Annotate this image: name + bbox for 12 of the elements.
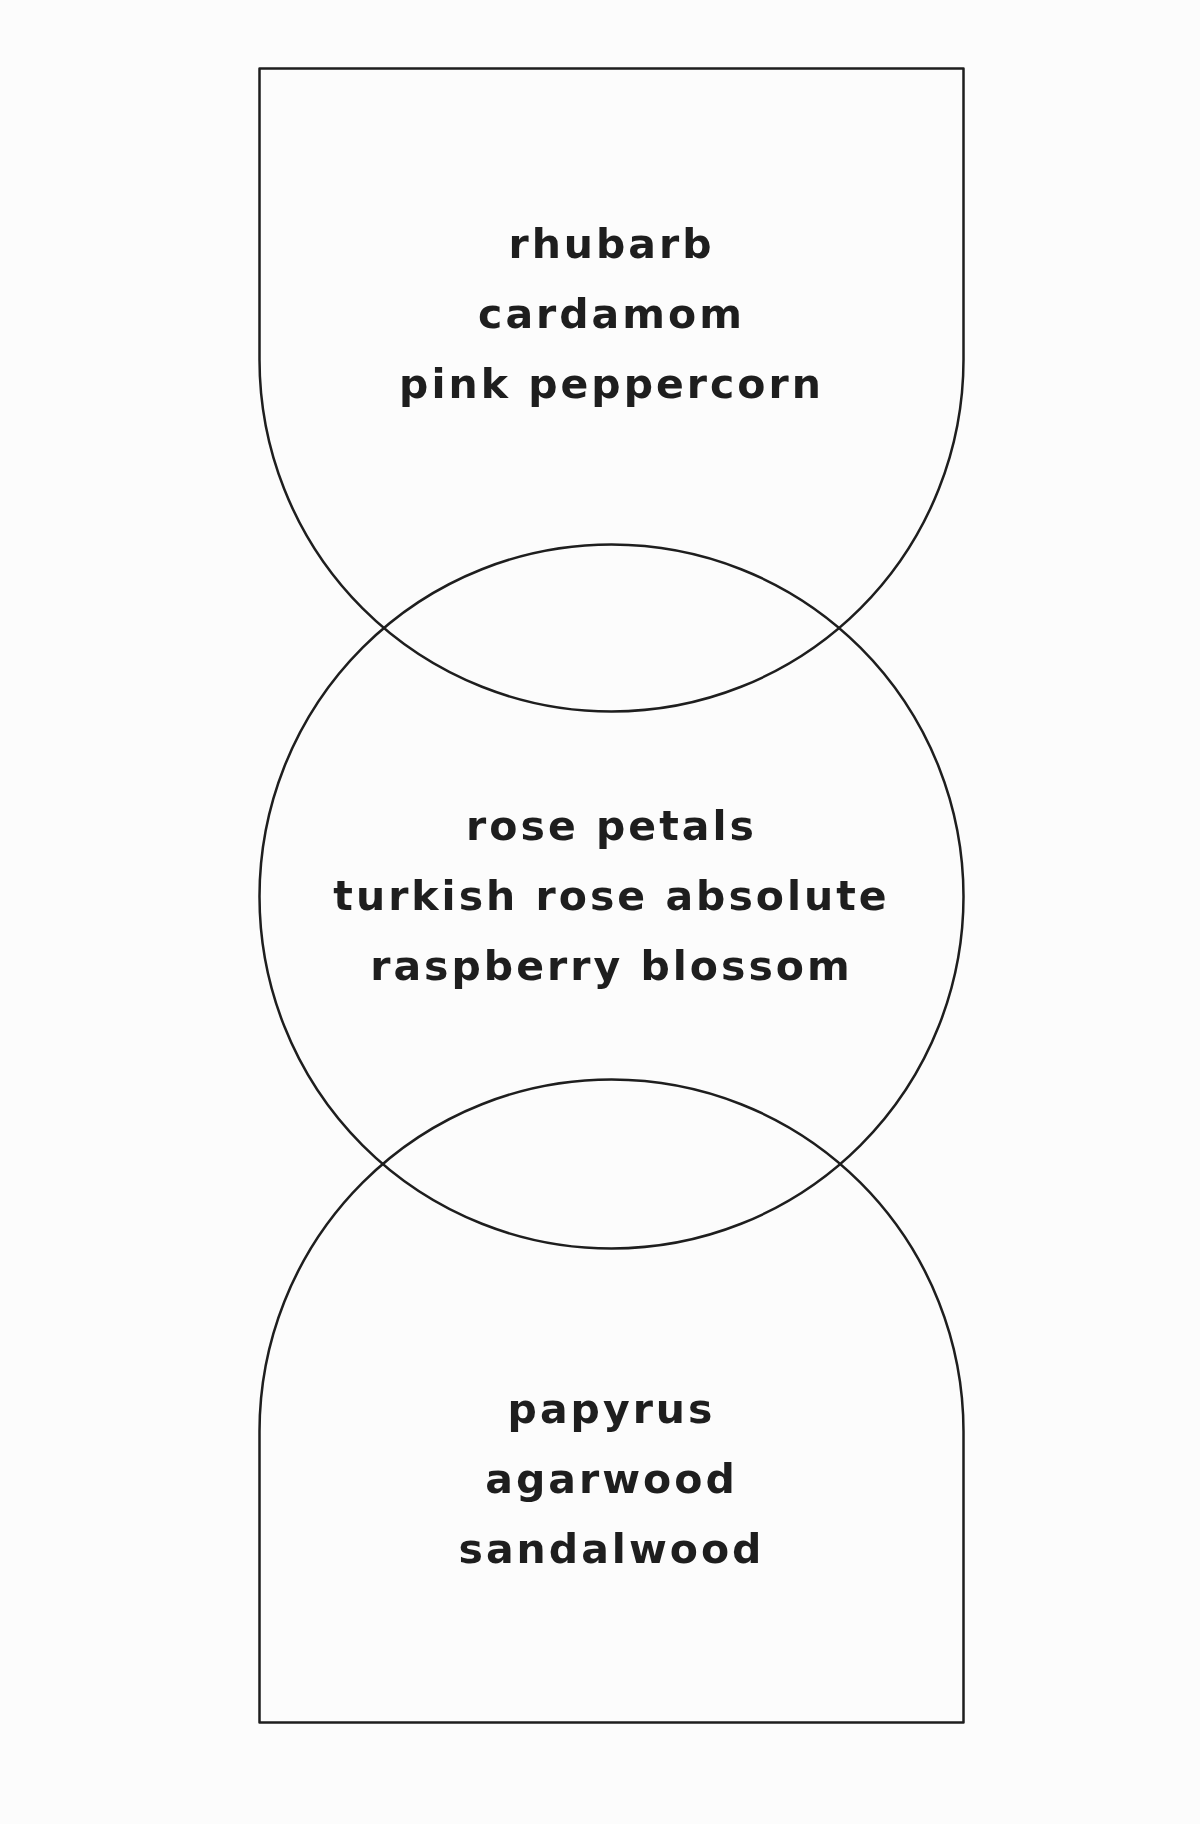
ingredient-text: cardamom <box>478 289 745 340</box>
ingredient-text: rose petals <box>466 801 757 852</box>
ingredient-text: rhubarb <box>508 219 715 270</box>
ingredient-text: sandalwood <box>458 1524 765 1575</box>
circle-outline <box>258 543 965 1250</box>
ingredient-text: pink peppercorn <box>399 359 824 410</box>
ingredient-text: raspberry blossom <box>370 941 853 992</box>
ingredient-text: turkish rose absolute <box>333 871 890 922</box>
rounded-top-panel <box>258 1078 965 1724</box>
rounded-bottom-panel <box>258 67 965 713</box>
ingredient-text: papyrus <box>507 1384 716 1435</box>
ingredient-text: agarwood <box>485 1454 738 1505</box>
